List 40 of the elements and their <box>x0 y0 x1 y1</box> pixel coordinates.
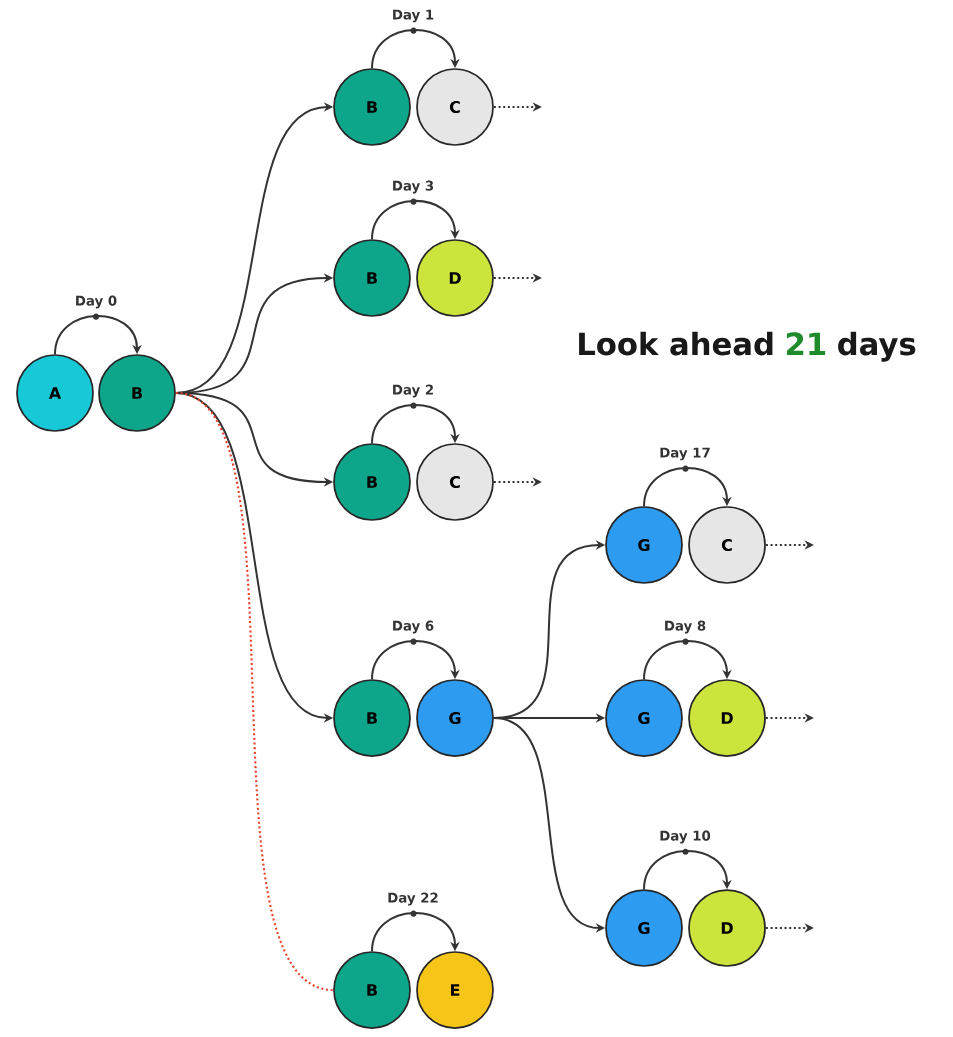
edge-label: Day 17 <box>657 446 713 462</box>
edge-label: Day 0 <box>73 294 119 310</box>
heading-text: Look ahead <box>579 331 773 356</box>
circle-node: C <box>688 506 766 584</box>
edge-label: Day 22 <box>385 891 441 907</box>
edge-label: Day 6 <box>390 619 436 635</box>
loop-arrow <box>643 638 732 681</box>
heading-text: days <box>838 331 916 362</box>
loop-arrow <box>643 465 732 508</box>
circle-node: D <box>688 679 766 757</box>
loop-arrow <box>371 198 460 241</box>
loop-arrow <box>371 910 460 953</box>
circle-node: B <box>333 68 411 146</box>
edge-label: Day 1 <box>390 8 436 24</box>
circle-node: G <box>605 679 683 757</box>
circle-node: B <box>98 354 176 432</box>
circle-node: E <box>416 951 494 1029</box>
circle-node: B <box>333 443 411 521</box>
circle-node: D <box>416 239 494 317</box>
circle-node: D <box>688 889 766 967</box>
edge-label: Day 8 <box>662 619 708 635</box>
circle-node: A <box>16 354 94 432</box>
circle-node: B <box>333 679 411 757</box>
edge-label: Day 3 <box>390 179 436 195</box>
circle-node: G <box>605 506 683 584</box>
loop-arrow <box>371 27 460 70</box>
edge-label: Day 10 <box>657 829 713 845</box>
loop-arrow <box>371 638 460 681</box>
circle-node: B <box>333 951 411 1029</box>
edge-label: Day 2 <box>390 383 436 399</box>
loop-arrow <box>54 313 142 356</box>
highlighted-number: 21 <box>786 332 826 355</box>
dotted-curve <box>175 392 334 991</box>
circle-node: B <box>333 239 411 317</box>
loop-arrow <box>371 402 460 445</box>
circle-node: C <box>416 443 494 521</box>
circle-node: G <box>416 679 494 757</box>
circle-node: G <box>605 889 683 967</box>
circle-node: C <box>416 68 494 146</box>
loop-arrow <box>643 848 732 891</box>
